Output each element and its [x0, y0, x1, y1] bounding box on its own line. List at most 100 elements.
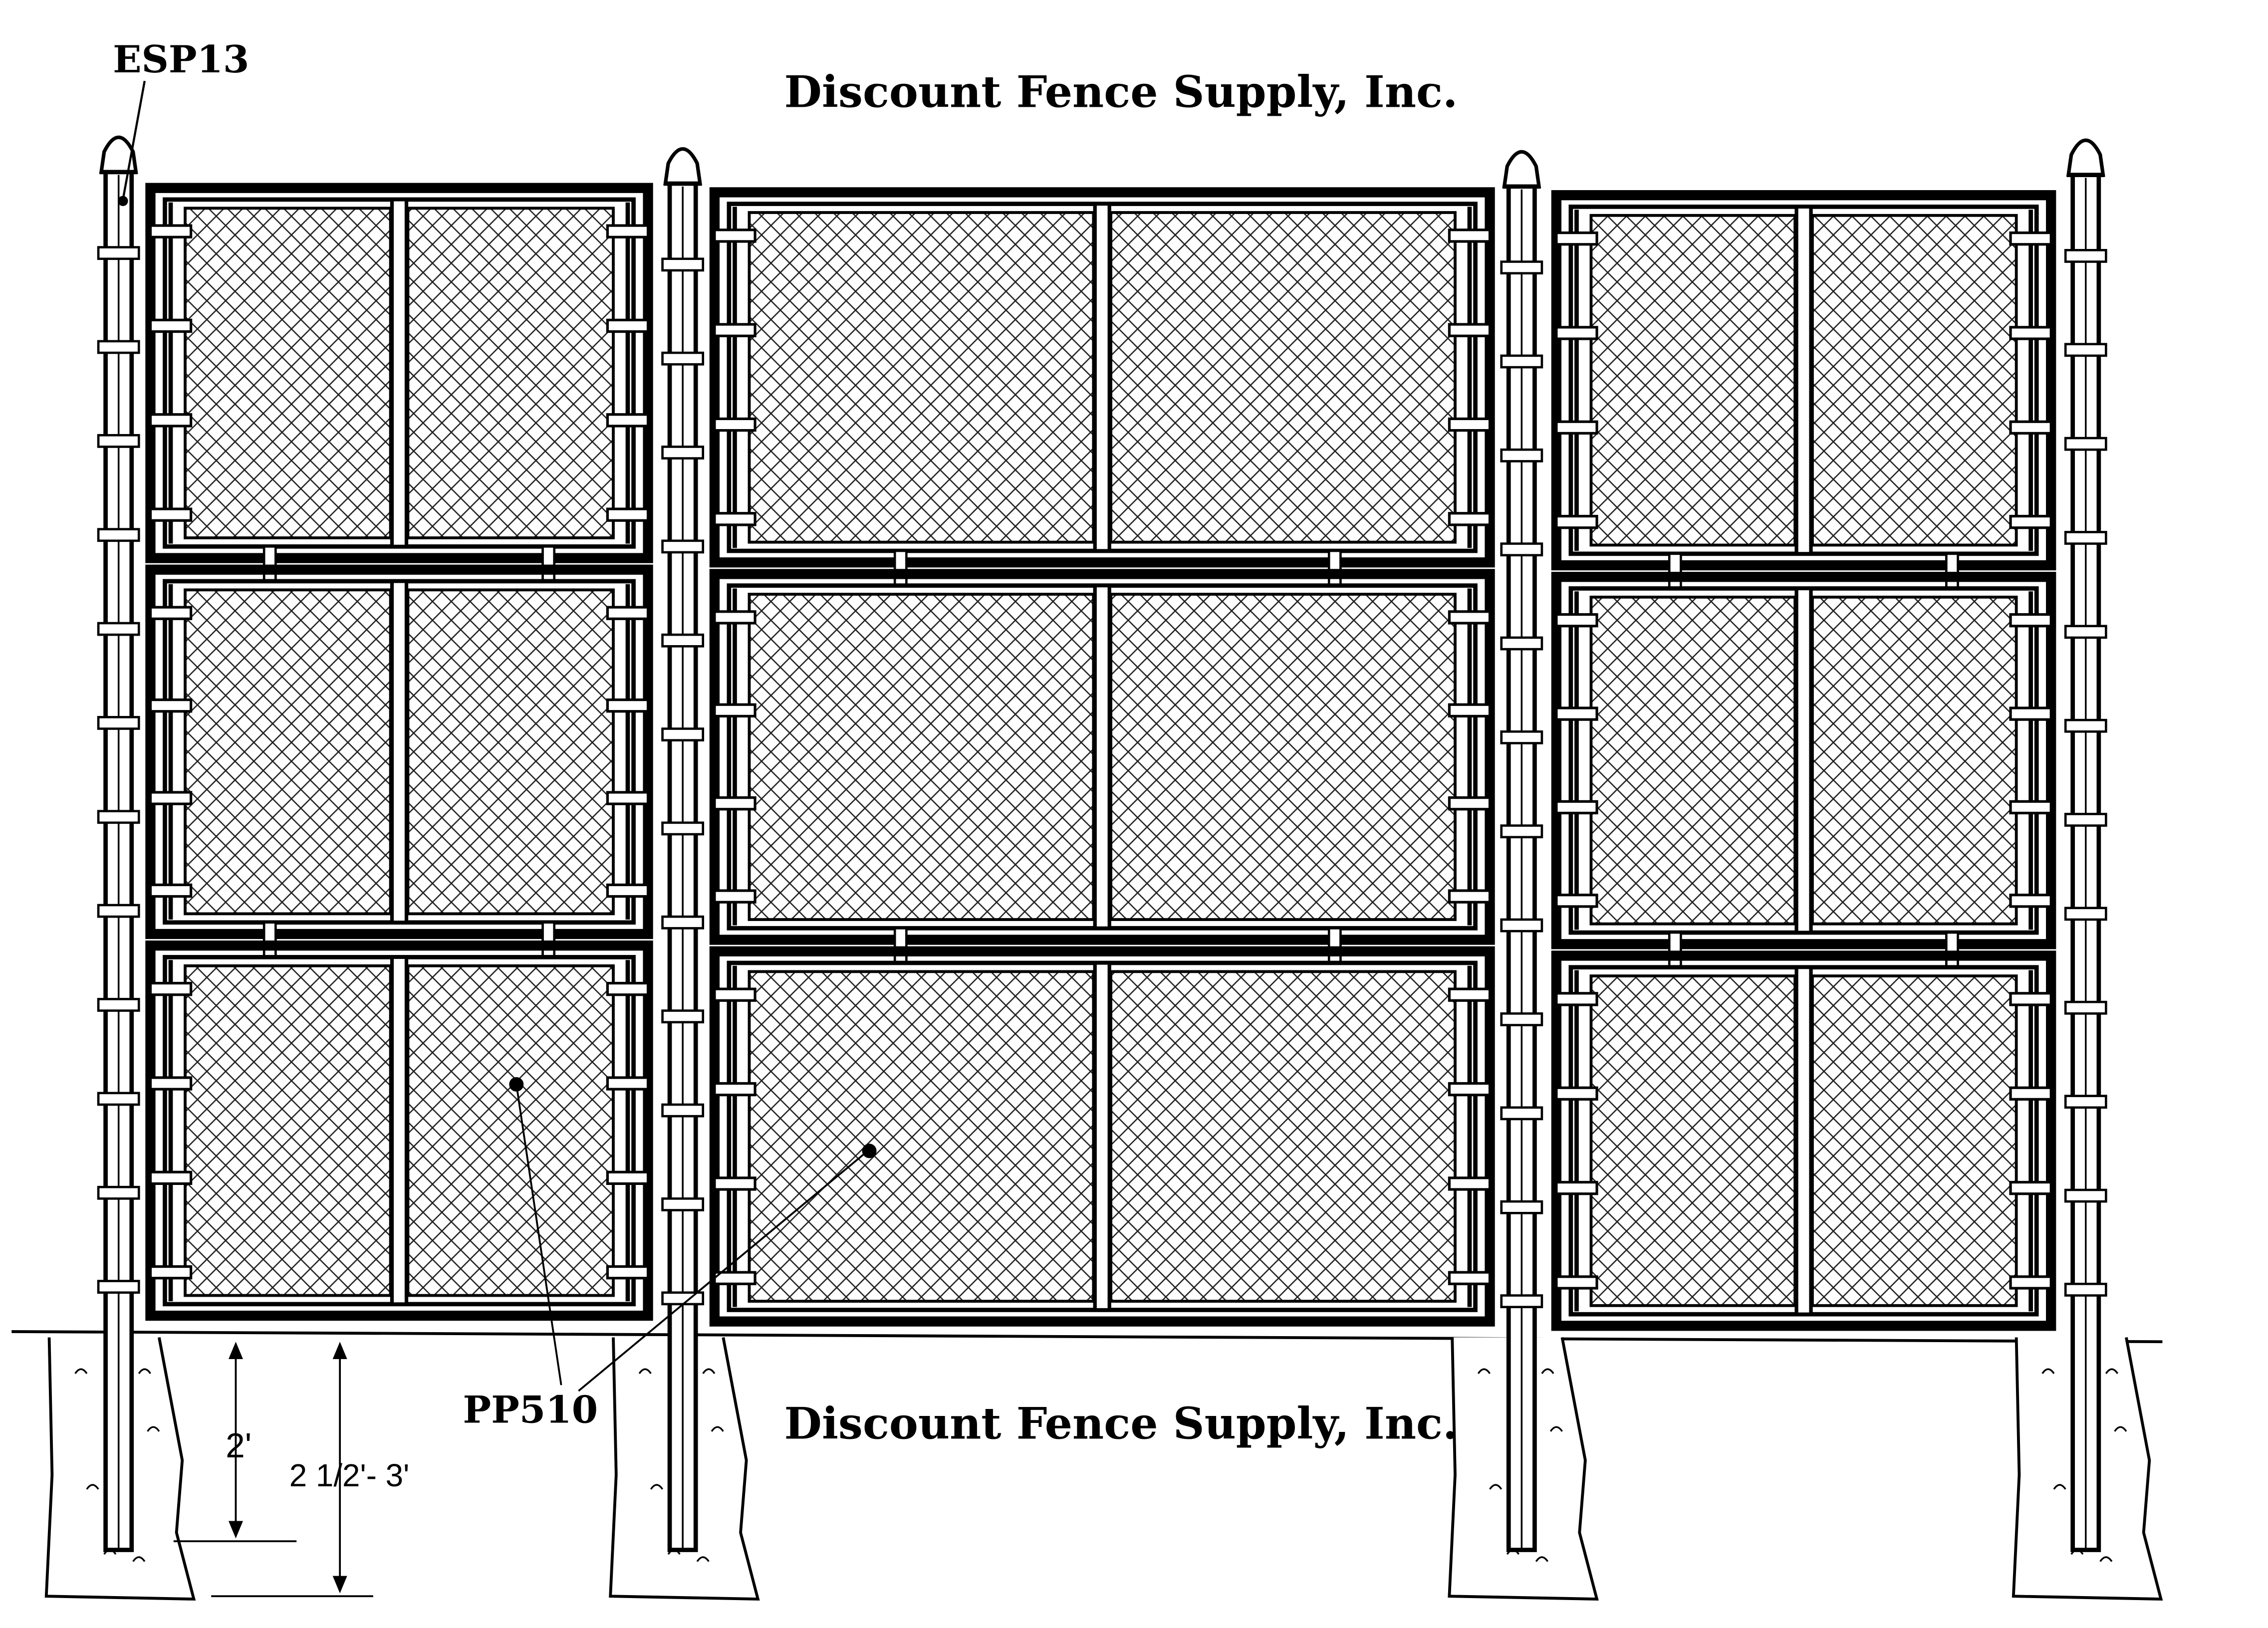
post-clamp [1500, 1200, 1543, 1214]
tension-band [606, 413, 650, 428]
post-clamp [97, 904, 140, 918]
footing-aggregate [1489, 1484, 1503, 1490]
post-clamp [661, 727, 705, 742]
post-cap [99, 135, 138, 174]
tension-band [1555, 420, 1598, 435]
center-stile [1794, 965, 1813, 1316]
center-stile [390, 579, 409, 925]
tension-band [713, 889, 756, 904]
tension-band [713, 610, 756, 625]
rail-coupler [1668, 552, 1682, 590]
footing-aggregate [138, 1368, 151, 1374]
dimension-outer: 2 1/2'- 3' [211, 1342, 409, 1598]
post-clamp [1500, 354, 1543, 369]
post-clamp [2064, 718, 2107, 733]
post-clamp [2064, 907, 2107, 921]
tension-band [1448, 1082, 1492, 1097]
tension-band [713, 229, 756, 243]
panel-frame [1551, 190, 2056, 571]
post-clamp [97, 1092, 140, 1106]
tension-band [1448, 987, 1492, 1002]
mesh-panel [184, 964, 392, 1297]
panel-leader-right [578, 1150, 869, 1392]
tension-band [713, 987, 756, 1002]
post-clamp [2064, 437, 2107, 451]
post-clamp [1500, 730, 1543, 744]
tension-band [1448, 796, 1492, 811]
tension-band [1555, 1180, 1598, 1195]
post-clamp [661, 1291, 705, 1306]
tension-band [149, 318, 193, 333]
tension-band [713, 323, 756, 337]
tension-band [1555, 1275, 1598, 1290]
tension-band [606, 981, 650, 996]
tension-band [606, 1076, 650, 1091]
fence-post [1500, 150, 1543, 1552]
post-clamp [97, 622, 140, 636]
dimension-inner: 2' [173, 1342, 297, 1543]
tension-band [2009, 420, 2052, 435]
post-clamp [661, 1103, 705, 1118]
post-clamp [97, 1280, 140, 1294]
panel-label: PP510 [463, 1388, 598, 1432]
rail-coupler [1945, 931, 1959, 968]
panel-frame [145, 183, 653, 563]
posts [97, 135, 2107, 1552]
panel-leader-right-dot [862, 1144, 877, 1159]
tension-band [149, 791, 193, 805]
mesh-panel [748, 211, 1095, 544]
tension-band [2009, 1275, 2052, 1290]
post-clamp [661, 539, 705, 554]
panel-leader-left [515, 1084, 562, 1386]
post-cap-label: ESP13 [113, 37, 249, 81]
post-clamp [661, 821, 705, 836]
rail-coupler [541, 545, 556, 583]
mesh-panel [1109, 970, 1457, 1303]
tension-band [149, 224, 193, 238]
footing-aggregate [147, 1426, 160, 1432]
rail-coupler [262, 921, 277, 958]
tension-band [2009, 894, 2052, 908]
tension-band [149, 413, 193, 428]
post-clamp [2064, 249, 2107, 263]
mesh-panel [1589, 595, 1797, 926]
tension-band [606, 1170, 650, 1185]
center-stile [1794, 205, 1813, 556]
tension-band [1555, 894, 1598, 908]
tension-band [1448, 417, 1492, 432]
post-cap [1502, 150, 1541, 189]
post-clamp [1500, 918, 1543, 932]
post-clamp [1500, 448, 1543, 463]
panel-frame [1551, 572, 2056, 949]
fence-post [2064, 138, 2107, 1552]
tension-band [2009, 1180, 2052, 1195]
panel-leader-left-dot [509, 1077, 524, 1092]
tension-band [606, 606, 650, 620]
mesh-panel [748, 970, 1095, 1303]
tension-band [1555, 613, 1598, 628]
rail-coupler [1668, 931, 1682, 968]
tension-band [2009, 706, 2052, 721]
tension-band [606, 507, 650, 522]
tension-band [1555, 800, 1598, 815]
panel-frame [709, 946, 1495, 1327]
panel-frame [1551, 950, 2056, 1331]
post-clamp [661, 351, 705, 366]
post-clamp [97, 1185, 140, 1200]
tension-band [1448, 610, 1492, 625]
fence-section [709, 187, 1495, 1327]
panel-frame [709, 187, 1495, 568]
post-clamp [2064, 1188, 2107, 1203]
fence-section [1551, 190, 2056, 1331]
post-clamp [1500, 542, 1543, 557]
tension-band [2009, 800, 2052, 815]
center-stile [1794, 586, 1813, 934]
tension-band [149, 1265, 193, 1280]
mesh-panel [1109, 211, 1457, 544]
post-cap-leader-dot [118, 196, 128, 206]
tension-band [149, 1170, 193, 1185]
tension-band [713, 1176, 756, 1191]
footing-aggregate [2105, 1368, 2118, 1374]
tension-band [713, 1082, 756, 1097]
post-cap-leader [122, 80, 146, 200]
